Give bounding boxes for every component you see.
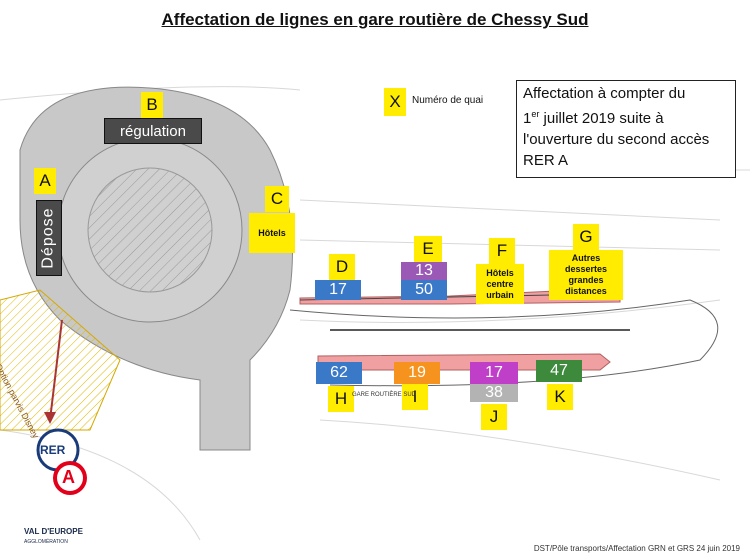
line-17-badge: 17 [315,280,361,300]
regulation-label: régulation [104,118,202,144]
quai-i-letter: I [402,384,428,410]
quai-d-letter: D [329,254,355,280]
quai-g-letter: G [573,224,599,250]
page-title: Affectation de lignes en gare routière d… [161,10,589,29]
legend-marker: X [384,88,406,116]
quai-g-desc: Autres dessertes grandes distances [549,250,623,300]
line-50-badge: 50 [401,280,447,300]
depose-label: Dépose [36,200,62,276]
note-line-1: Affectation à compter du [523,85,686,102]
line-47-badge: 47 [536,360,582,382]
line-19-badge: 19 [394,362,440,384]
quai-c-letter: C [265,186,289,212]
line-17-j-badge: 17 [470,362,518,384]
rer-text: RER [40,443,66,457]
line-38-badge: 38 [470,384,518,402]
quai-e-letter: E [414,236,442,262]
option-area [0,289,121,431]
quai-j-letter: J [481,404,507,430]
info-note: Affectation à compter du 1er juillet 201… [516,80,736,178]
quai-c-desc: Hôtels [249,213,295,253]
note-line-4: RER A [523,152,569,169]
note-line-3: l'ouverture du second accès [523,131,710,148]
legend-label: Numéro de quai [412,95,484,106]
option-arrow [49,319,63,421]
quai-h-letter: H [328,386,354,412]
quai-f-desc: Hôtels centre urbain [476,264,524,304]
brand-logo: VAL D'EUROPE AGGLOMÉRATION [24,527,83,545]
quai-b-letter: B [141,92,163,118]
note-line-2: 1er juillet 2019 suite à [523,109,664,127]
line-62-badge: 62 [316,362,362,384]
footer-text: DST/Pôle transports/Affectation GRN et G… [533,544,740,553]
quai-a-letter: A [34,168,56,194]
gare-label: GARE ROUTIÈRE SUD [352,392,417,398]
quai-f-letter: F [489,238,515,264]
line-13-badge: 13 [401,262,447,280]
rer-logo [36,428,87,495]
rer-line-letter: A [62,467,75,487]
roundabout [19,86,293,451]
quai-k-letter: K [547,384,573,410]
